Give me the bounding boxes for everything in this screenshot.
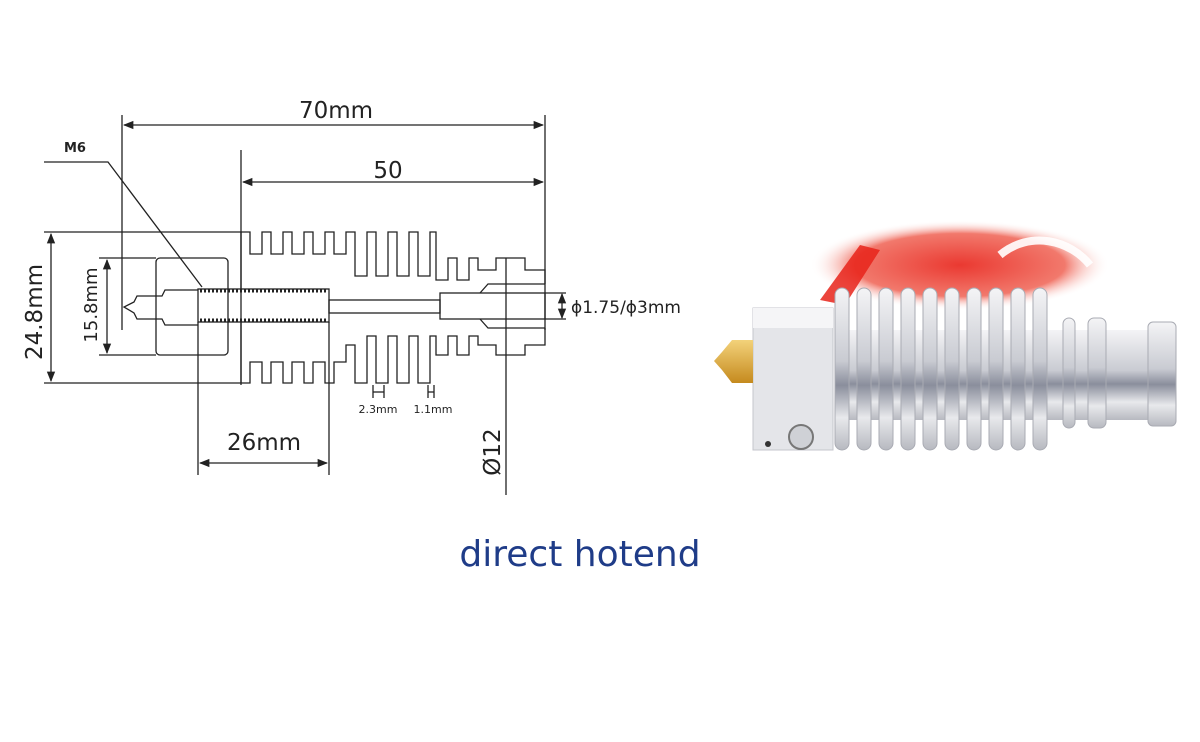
overall-height-label: 24.8mm	[22, 264, 48, 360]
throat-length-label: 26mm	[227, 430, 301, 456]
dimension-labels: 70mm 50 M6 24.8mm 15.8mm ϕ1.75/ϕ3mm 2.3m…	[22, 98, 681, 476]
overall-length-label: 70mm	[299, 98, 373, 124]
filament-diameter-label: ϕ1.75/ϕ3mm	[571, 298, 681, 318]
block-height-label: 15.8mm	[81, 267, 102, 342]
caption: direct hotend	[459, 534, 701, 575]
heatsink-length-label: 50	[373, 158, 402, 184]
fin-thickness-label: 1.1mm	[414, 403, 453, 416]
hotend-photo	[714, 220, 1177, 451]
thread-label: M6	[64, 141, 86, 156]
fin-pitch-label: 2.3mm	[359, 403, 398, 416]
mount-diameter-label: Ø12	[480, 428, 506, 475]
technical-drawing	[44, 115, 567, 495]
